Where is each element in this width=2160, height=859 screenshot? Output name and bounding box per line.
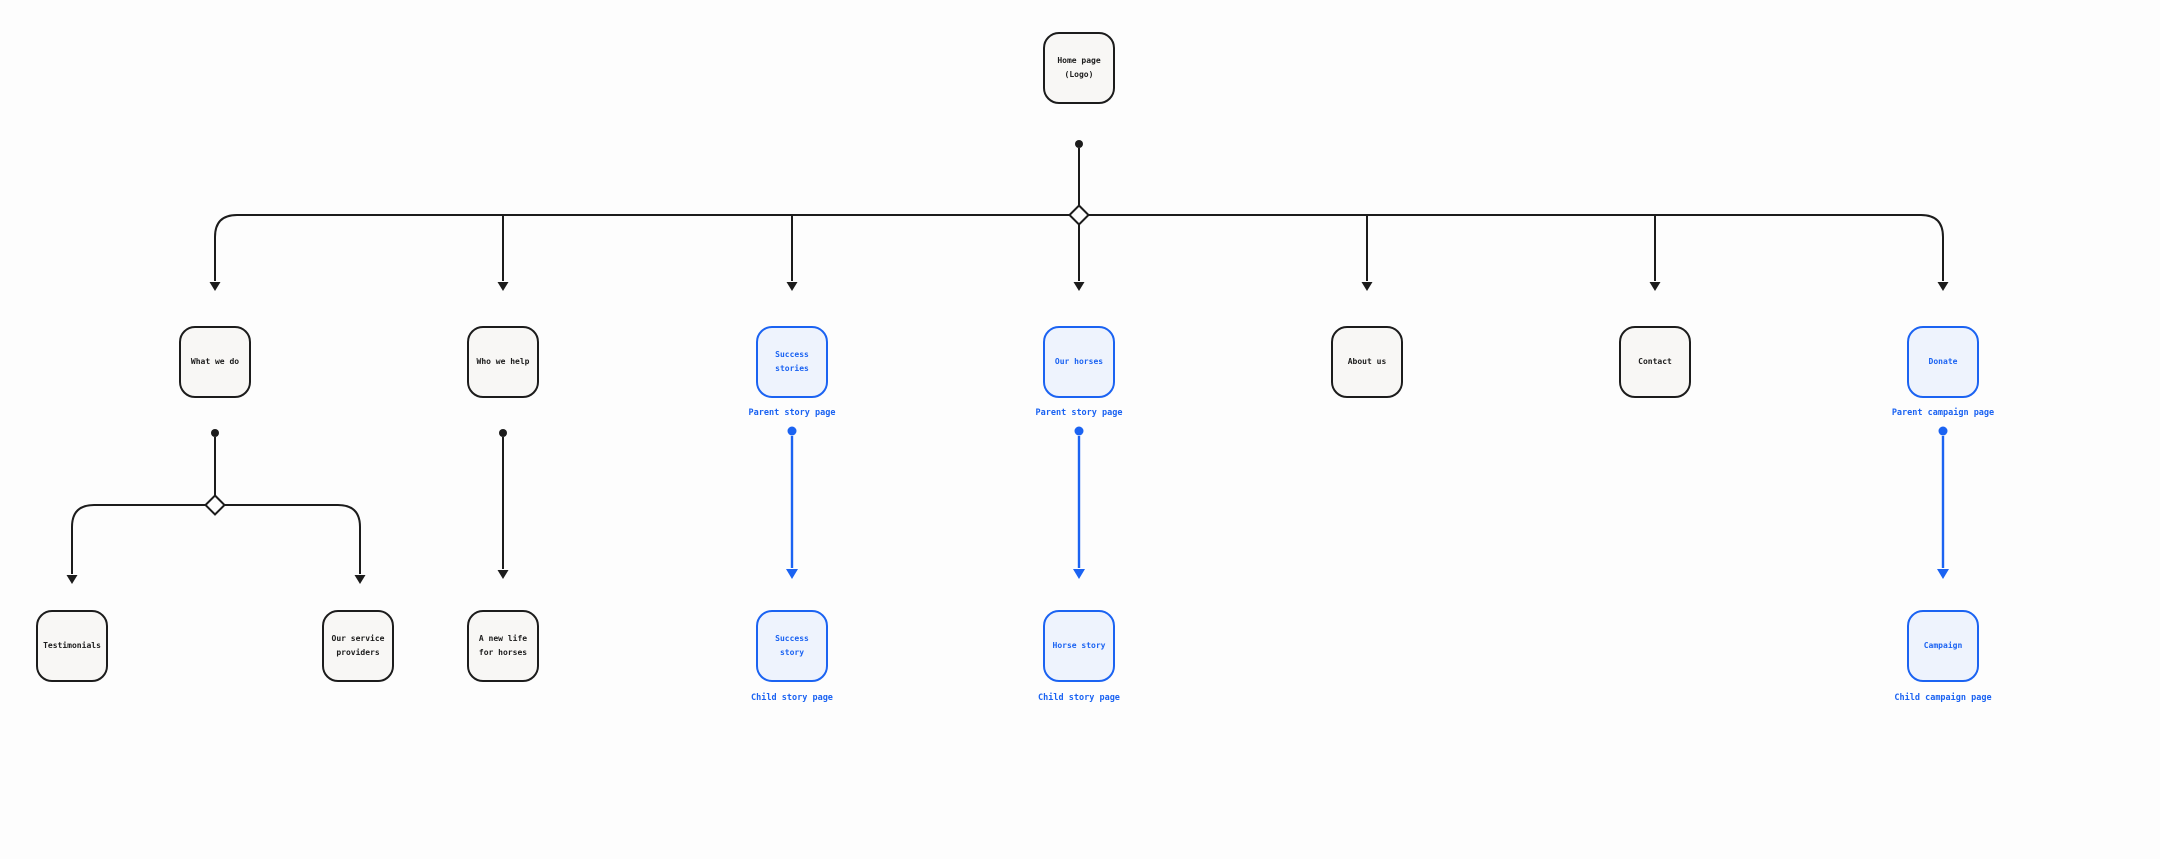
node-campaign[interactable]: Campaign: [1907, 610, 1979, 682]
annotation-child-campaign-page[interactable]: Child campaign page: [1894, 693, 1992, 703]
arrowhead: [786, 569, 798, 579]
node-our-horses[interactable]: Our horses: [1043, 326, 1115, 398]
arrowhead: [1937, 282, 1949, 291]
junction-diamond: [1068, 204, 1090, 226]
arrowhead: [1073, 569, 1085, 579]
connector-start-dot: [1074, 426, 1084, 436]
connector-start-dot: [499, 429, 507, 437]
annotation-parent-story-page-success[interactable]: Parent story page: [748, 408, 836, 418]
arrowhead: [786, 282, 798, 291]
connector-whatwedo-to-children: [66, 429, 366, 584]
junction-diamond: [204, 494, 226, 516]
node-success-stories[interactable]: Success stories: [756, 326, 828, 398]
node-horse-story[interactable]: Horse story: [1043, 610, 1115, 682]
arrowhead: [66, 575, 78, 584]
node-what-we-do[interactable]: What we do: [179, 326, 251, 398]
connector-start-dot: [211, 429, 219, 437]
node-success-story[interactable]: Success story: [756, 610, 828, 682]
arrowhead: [354, 575, 366, 584]
connector-donate-to-campaign: [1937, 426, 1949, 579]
annotation-parent-campaign-page[interactable]: Parent campaign page: [1891, 408, 1995, 418]
node-home-page[interactable]: Home page (Logo): [1043, 32, 1115, 104]
node-who-we-help[interactable]: Who we help: [467, 326, 539, 398]
arrowhead: [497, 282, 509, 291]
connector-start-dot: [1075, 140, 1083, 148]
node-testimonials[interactable]: Testimonials: [36, 610, 108, 682]
arrowhead: [1361, 282, 1373, 291]
node-a-new-life-for-horses[interactable]: A new life for horses: [467, 610, 539, 682]
annotation-parent-story-page-horses[interactable]: Parent story page: [1035, 408, 1123, 418]
connector-successstories-to-successstory: [786, 426, 798, 579]
node-about-us[interactable]: About us: [1331, 326, 1403, 398]
annotation-child-story-page-horse[interactable]: Child story page: [1038, 693, 1120, 703]
node-our-service-providers[interactable]: Our service providers: [322, 610, 394, 682]
node-contact[interactable]: Contact: [1619, 326, 1691, 398]
connector-start-dot: [787, 426, 797, 436]
arrowhead: [1073, 282, 1085, 291]
connector-whowehelp-to-newlife: [497, 429, 509, 579]
arrowhead: [497, 570, 509, 579]
arrowhead: [1649, 282, 1661, 291]
node-donate[interactable]: Donate: [1907, 326, 1979, 398]
arrowhead: [209, 282, 221, 291]
connector-home-to-children: [209, 140, 1949, 291]
connector-ourhorses-to-horsestory: [1073, 426, 1085, 579]
arrowhead: [1937, 569, 1949, 579]
annotation-child-story-page-success[interactable]: Child story page: [751, 693, 833, 703]
connector-start-dot: [1938, 426, 1948, 436]
